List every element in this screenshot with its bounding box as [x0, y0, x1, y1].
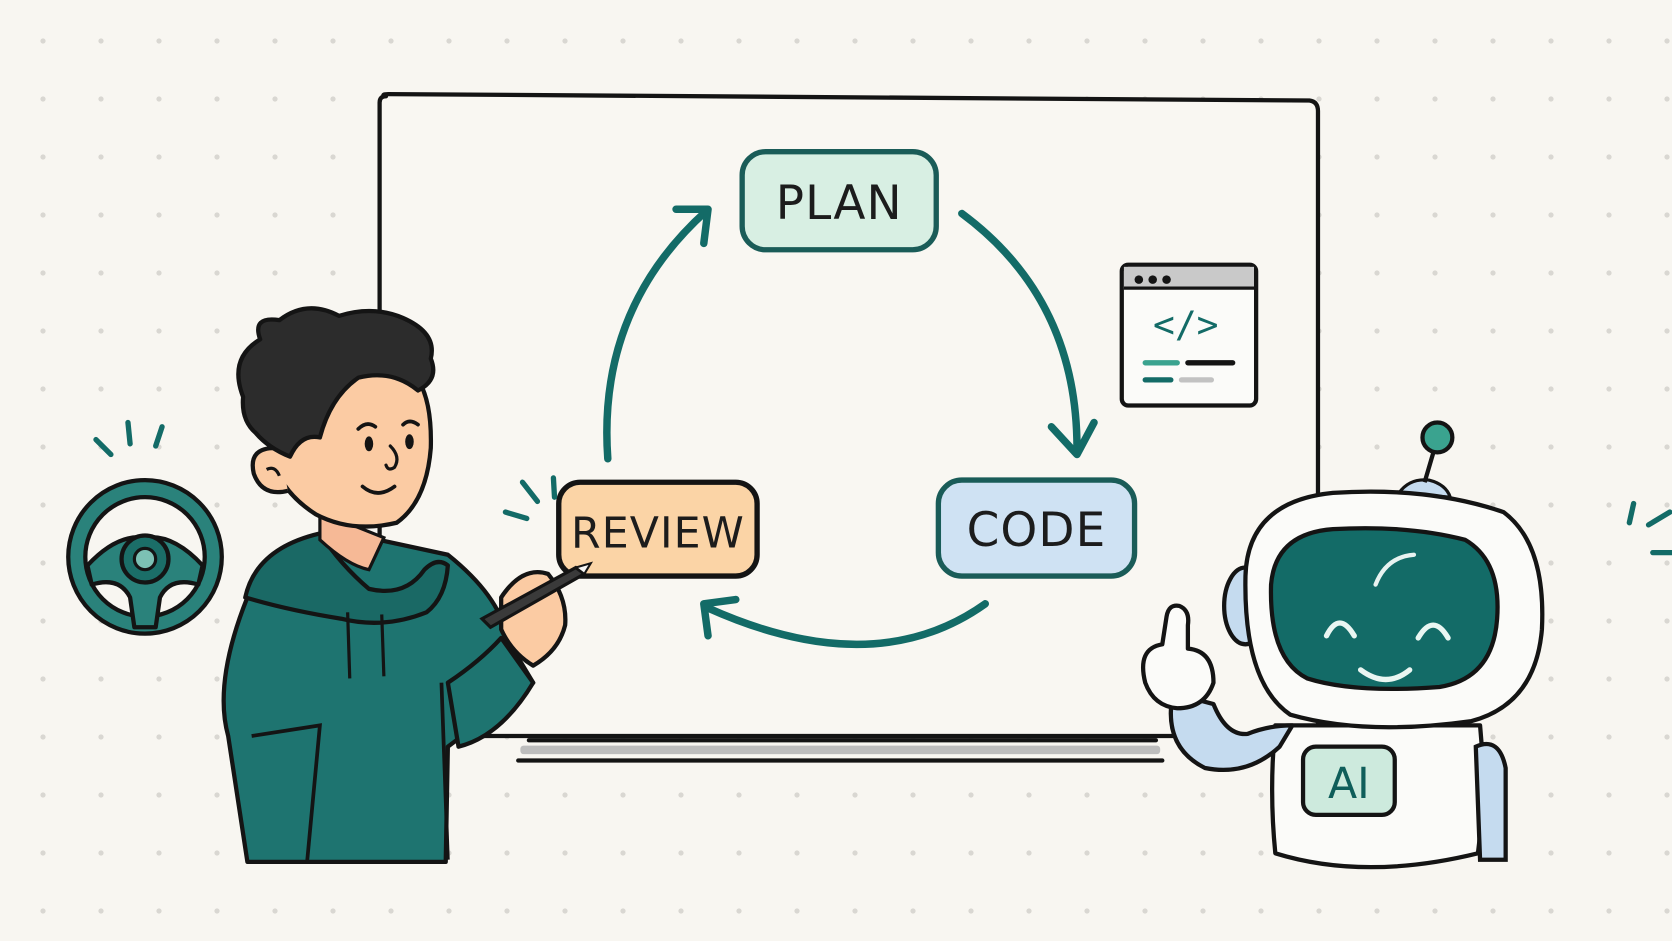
- whiteboard-tray: [516, 738, 1165, 763]
- arrow-review-to-plan: [603, 205, 712, 463]
- cycle-arrows: [603, 205, 1098, 649]
- human-developer: [221, 306, 594, 864]
- node-review-label: REVIEW: [571, 508, 745, 558]
- ai-badge-label: AI: [1328, 759, 1370, 809]
- arrow-plan-to-code: [958, 209, 1098, 459]
- ai-badge: AI: [1300, 744, 1397, 818]
- review-emphasis-marks: [502, 475, 558, 522]
- code-glyph: </>: [1153, 303, 1218, 346]
- steering-wheel-icon: [66, 419, 224, 636]
- node-code-label: CODE: [967, 503, 1107, 558]
- ai-robot: AI: [1140, 420, 1672, 870]
- robot-emphasis-marks: [1626, 500, 1672, 556]
- node-plan: PLAN: [739, 149, 939, 253]
- node-code: CODE: [935, 477, 1138, 579]
- code-window-icon: </>: [1119, 262, 1259, 408]
- node-review: REVIEW: [502, 475, 760, 579]
- steering-wheel-emphasis-marks: [93, 419, 165, 458]
- arrow-code-to-review: [700, 595, 990, 649]
- pen-icon: [479, 561, 594, 630]
- node-plan-label: PLAN: [776, 176, 903, 231]
